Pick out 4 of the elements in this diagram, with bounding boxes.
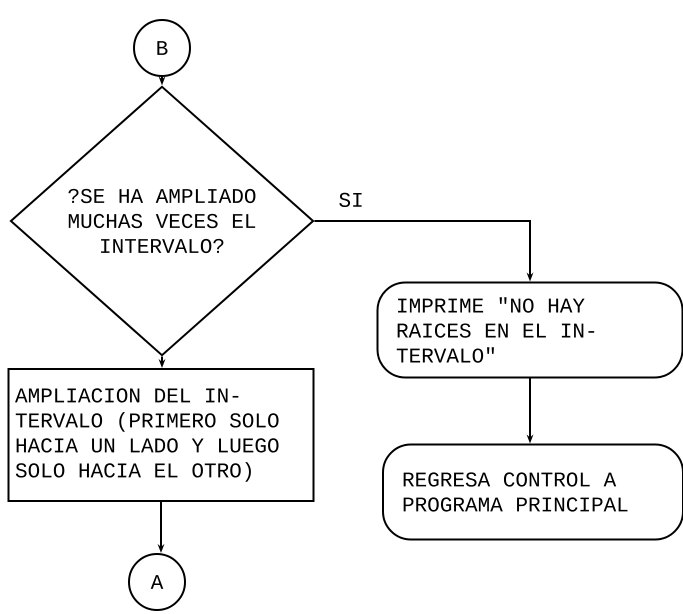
- edge-label: SI: [338, 192, 365, 208]
- terminal-box: REGRESA CONTROL A PROGRAMA PRINCIPAL: [382, 444, 683, 540]
- process-box: AMPLIACION DEL IN- TERVALO (PRIMERO SOLO HACIA UN LADO Y LUEGO SOLO HACIA EL OTRO): [8, 368, 314, 502]
- output-box: IMPRIME "NO HAY RAICES EN EL IN- TERVALO": [376, 282, 683, 378]
